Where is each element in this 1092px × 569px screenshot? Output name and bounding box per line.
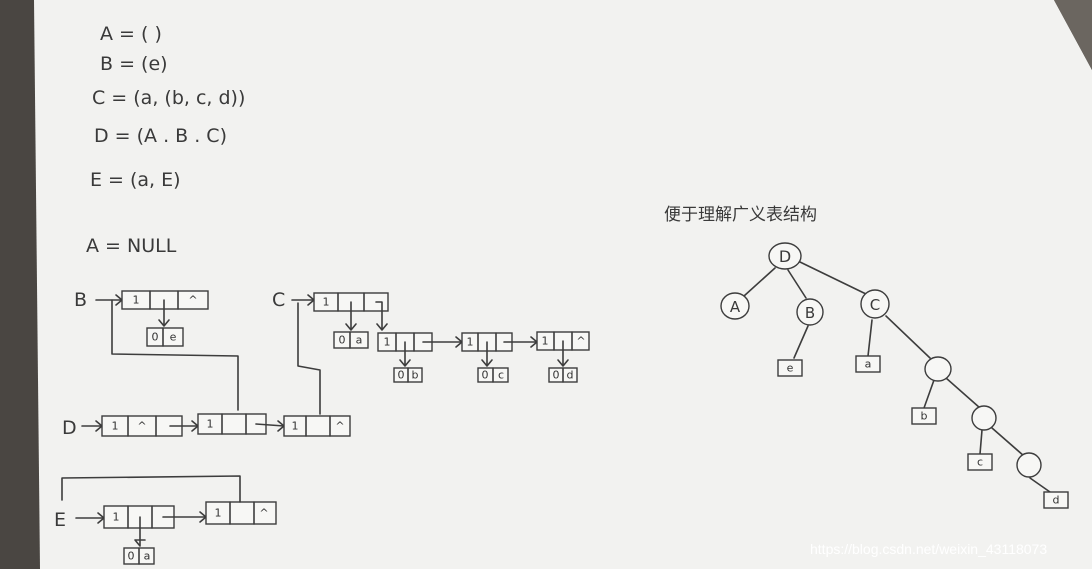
list-label-c: C [272,289,285,311]
cell-e-a-tag: 0 [128,550,135,563]
cell-c-a-tag: 0 [339,334,346,347]
cell-b-e-tag: 0 [152,331,159,344]
tree-leaf-c [967,453,993,471]
tree-leaf-b-label: b [921,410,928,423]
node-e2 [205,501,277,525]
cell-sub2-tag: 1 [467,336,474,349]
tree-diagram: 便于理解广义表结构 D A B C e a b c d [664,205,1069,509]
cell-d1-null: ^ [137,420,146,433]
def-b: B = (e) [100,53,168,75]
cell-c-a-atom: a [356,334,363,347]
def-d: D = (A . B . C) [94,125,227,147]
tree-leaf-d [1043,491,1069,509]
atom-c-a [333,331,369,349]
cell-sub-d-tag: 0 [553,369,560,382]
list-e: E 1 0 a 1 ^ [54,475,277,565]
cell-sub-b-tag: 0 [398,369,405,382]
paper-sheet [34,0,1092,569]
cell-e2-null: ^ [259,507,268,520]
tree-node-a-label: A [730,298,741,316]
tree-leaf-a-label: a [865,358,872,371]
def-c: C = (a, (b, c, d)) [92,87,245,109]
list-b: B 1 ^ 0 e [74,289,239,411]
cell-b1-null: ^ [188,294,197,307]
tree-node-sublist-1 [924,356,952,382]
a-null: A = NULL [86,235,177,257]
tree-node-d-label: D [779,247,791,266]
cell-sub3-tag: 1 [542,335,549,348]
atom-b-e [146,327,184,347]
tree-node-sublist-2 [971,405,997,431]
cell-d1-tag: 1 [112,420,119,433]
cell-e-a-atom: a [144,550,151,563]
list-c: C 1 0 a 1 0 b 1 0 c 1 ^ [272,289,590,415]
definitions-block: A = ( ) B = (e) C = (a, (b, c, d)) D = (… [86,23,245,257]
tree-node-a [720,292,750,320]
list-label-e: E [54,509,66,531]
paper-shadow [1054,0,1092,70]
tree-leaf-c-label: c [977,456,983,469]
node-b1 [121,290,209,310]
tree-leaf-b [911,407,937,425]
cell-e1-tag: 1 [113,511,120,524]
tree-leaf-e-label: e [787,362,794,375]
tree-leaf-d-label: d [1053,494,1060,507]
node-d3 [283,415,351,437]
tree-node-sublist-3 [1016,452,1042,478]
list-label-d: D [62,417,77,439]
cell-d3-tag: 1 [292,420,299,433]
tree-leaf-e [777,359,803,377]
tree-heading: 便于理解广义表结构 [664,205,817,225]
tree-node-c [860,289,890,319]
tree-leaf-a [855,355,881,373]
cell-sub1-tag: 1 [384,336,391,349]
def-e: E = (a, E) [90,169,181,191]
cell-e2-tag: 1 [215,507,222,520]
cell-sub-d-atom: d [567,369,574,382]
cell-sub3-null: ^ [576,335,585,348]
watermark-url: https://blog.csdn.net/weixin_43118073 [810,541,1047,557]
tree-node-b [796,298,824,326]
list-d: D 1 ^ 1 1 ^ [62,413,351,439]
tree-node-c-label: C [870,296,880,314]
cell-sub-b-atom: b [412,369,419,382]
tree-node-b-label: B [805,304,815,322]
tree-node-d [768,242,802,270]
list-label-b: B [74,289,87,311]
cell-b1-tag: 1 [133,294,140,307]
cell-d3-null: ^ [335,420,344,433]
cell-b-e-atom: e [170,331,177,344]
cell-c1-tag: 1 [323,296,330,309]
cell-d2-tag: 1 [207,418,214,431]
cell-sub-c-atom: c [498,369,504,382]
cell-sub-c-tag: 0 [482,369,489,382]
def-a: A = ( ) [100,23,162,45]
